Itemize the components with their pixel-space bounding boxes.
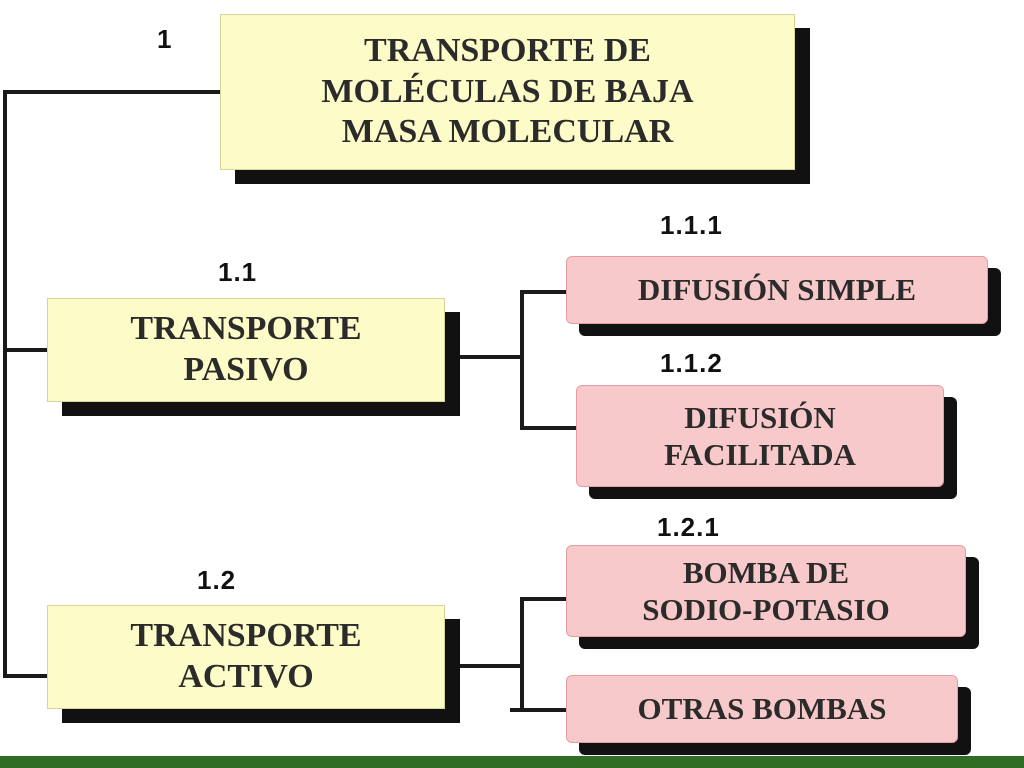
node-label-activo: TRANSPORTE ACTIVO: [130, 617, 362, 695]
node-number-difusion-simple: 1.1.1: [660, 210, 723, 240]
node-label-otras-bombas: OTRAS BOMBAS: [637, 691, 887, 727]
node-pasivo: TRANSPORTE PASIVO: [47, 298, 445, 402]
connector-otras-bombas: [510, 708, 568, 712]
node-activo: TRANSPORTE ACTIVO: [47, 605, 445, 709]
node-bomba-sodio: BOMBA DE SODIO-POTASIO: [566, 545, 966, 637]
node-otras-bombas: OTRAS BOMBAS: [566, 675, 958, 743]
node-number-activo: 1.2: [197, 565, 237, 595]
connector-pasivo-out: [458, 355, 522, 359]
footer-bar: [0, 756, 1024, 768]
node-label-difusion-facilitada: DIFUSIÓN FACILITADA: [664, 399, 856, 472]
connector-difusion-simple: [520, 290, 568, 294]
node-difusion-simple: DIFUSIÓN SIMPLE: [566, 256, 988, 324]
connector-root: [3, 90, 223, 94]
node-root: TRANSPORTE DE MOLÉCULAS DE BAJA MASA MOL…: [220, 14, 795, 170]
connector-activo: [3, 674, 50, 678]
node-number-root: 1: [157, 24, 173, 54]
node-label-root: TRANSPORTE DE MOLÉCULAS DE BAJA MASA MOL…: [321, 31, 694, 151]
node-difusion-facilitada: DIFUSIÓN FACILITADA: [576, 385, 944, 487]
node-label-bomba-sodio: BOMBA DE SODIO-POTASIO: [642, 554, 890, 627]
node-number-pasivo: 1.1: [218, 257, 258, 287]
connector-activo-branch: [520, 597, 524, 712]
connector-activo-out: [458, 664, 522, 668]
connector-pasivo: [3, 348, 50, 352]
connector-bomba-sodio: [520, 597, 568, 601]
node-label-pasivo: TRANSPORTE PASIVO: [130, 310, 362, 388]
connector-pasivo-branch: [520, 290, 524, 430]
connector-main-trunk: [3, 90, 7, 678]
node-number-difusion-facilitada: 1.1.2: [660, 348, 723, 378]
connector-difusion-facilitada: [520, 426, 578, 430]
node-number-bomba-sodio: 1.2.1: [657, 512, 720, 542]
node-label-difusion-simple: DIFUSIÓN SIMPLE: [637, 272, 917, 308]
